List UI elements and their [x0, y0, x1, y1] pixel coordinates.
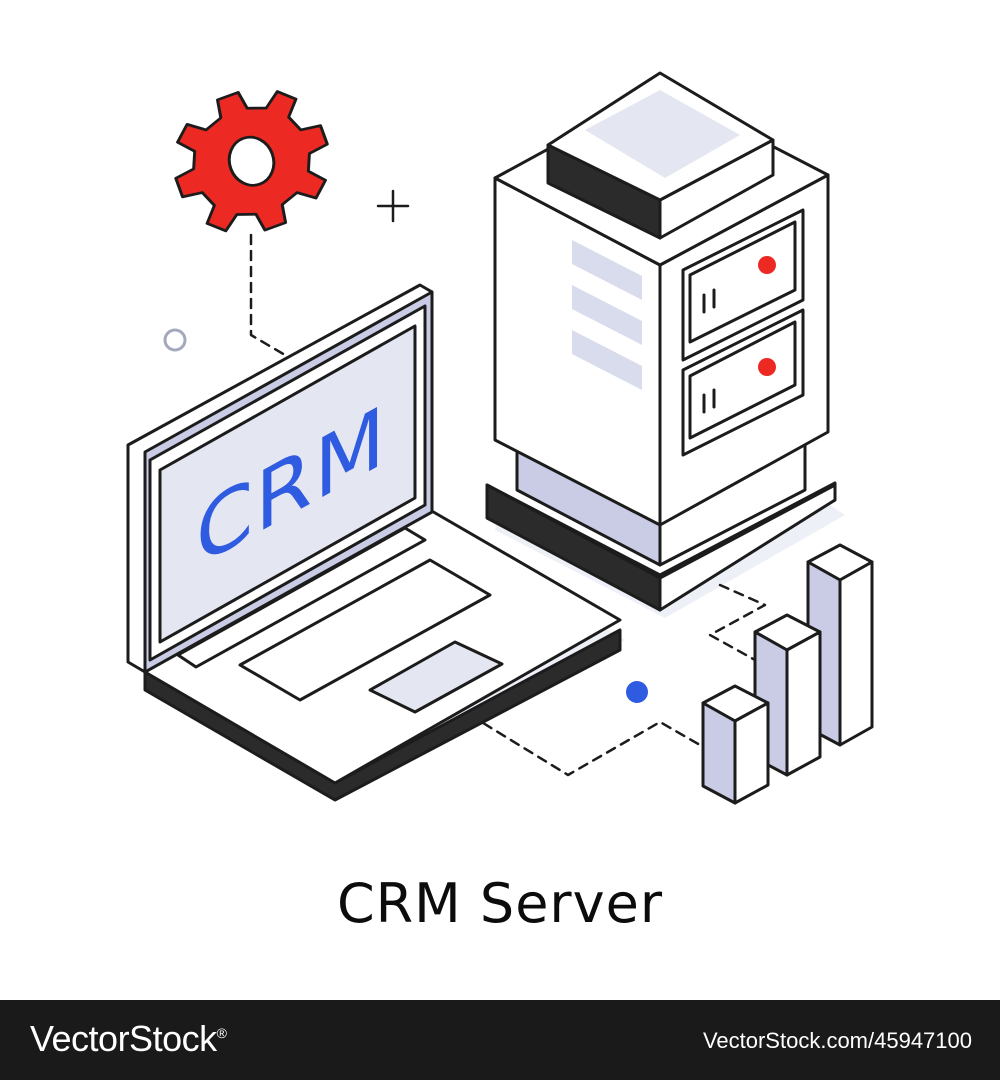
gear-icon	[174, 90, 329, 233]
server-icon	[485, 71, 837, 612]
laptop-icon	[126, 283, 622, 802]
image-id: VectorStock.com/45947100	[702, 1028, 972, 1053]
brand-name: VectorStock	[30, 1018, 217, 1059]
illustration-stage: CRM CRM Server	[126, 71, 874, 935]
crm-server-illustration: CRM	[126, 71, 874, 805]
brand-logo: VectorStock®	[30, 1018, 227, 1060]
watermark-footer: VectorStock® VectorStock.com/45947100	[0, 1000, 1000, 1080]
circle-icon	[163, 328, 187, 352]
plus-icon	[376, 189, 410, 223]
bar-chart-icon	[701, 543, 874, 805]
connector-lines	[249, 233, 767, 777]
registered-mark: ®	[216, 1025, 227, 1041]
dot-icon	[626, 681, 648, 703]
caption-title: CRM Server	[336, 872, 664, 935]
